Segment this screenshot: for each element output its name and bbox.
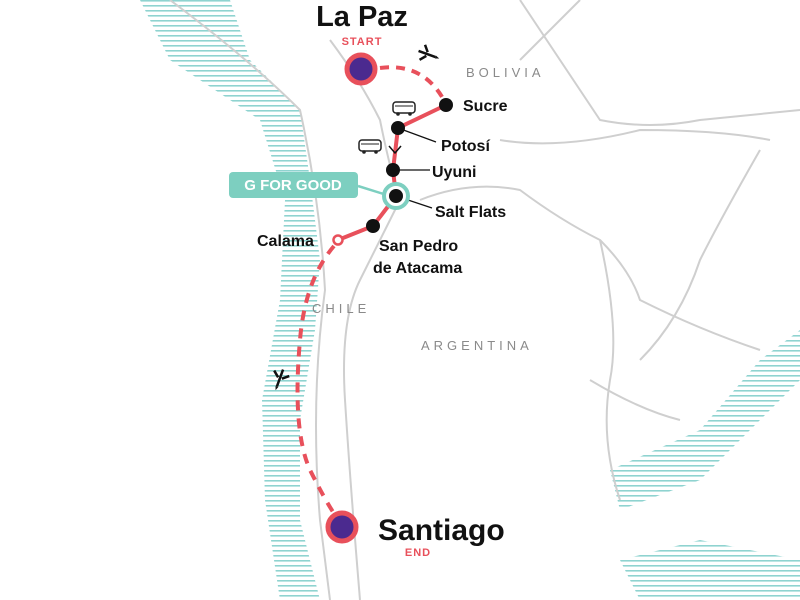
stop-label-san-pedro-1: San Pedro: [379, 238, 458, 255]
stop-label-san-pedro-2: de Atacama: [373, 260, 462, 277]
stop-label-potosi: Potosí: [441, 138, 490, 155]
stop-potosi[interactable]: [391, 121, 405, 135]
country-borders: [169, 0, 800, 600]
flight-route-lapaz-sucre: [379, 65, 448, 105]
coast-hatching: [140, 0, 800, 600]
start-city-label: La Paz: [316, 1, 408, 33]
stop-label-calama: Calama: [257, 233, 314, 250]
chevron-down-icon: [388, 145, 402, 155]
flight-route-calama-santiago: [295, 244, 337, 517]
stop-san-pedro[interactable]: [366, 219, 380, 233]
g-for-good-badge: [229, 172, 358, 198]
end-city-label: Santiago: [378, 514, 505, 547]
country-label-bolivia: BOLIVIA: [466, 65, 545, 80]
start-marker[interactable]: [344, 52, 378, 86]
stop-salt-flats[interactable]: [389, 189, 403, 203]
start-tag: START: [342, 36, 383, 48]
g-for-good-label: G FOR GOOD: [244, 177, 342, 194]
plane-icon: [273, 369, 290, 391]
country-label-argentina: ARGENTINA: [421, 338, 533, 353]
stop-sucre[interactable]: [439, 98, 453, 112]
stop-label-uyuni: Uyuni: [432, 164, 476, 181]
end-tag: END: [405, 547, 431, 559]
stop-calama[interactable]: [332, 234, 344, 246]
bus-icon: [392, 101, 416, 116]
bus-icon: [358, 139, 382, 154]
plane-icon: [418, 44, 440, 61]
stop-label-sucre: Sucre: [463, 98, 508, 115]
stop-label-salt-flats: Salt Flats: [435, 204, 506, 221]
end-marker[interactable]: [325, 510, 359, 544]
country-label-chile: CHILE: [312, 301, 370, 316]
stop-uyuni[interactable]: [386, 163, 400, 177]
